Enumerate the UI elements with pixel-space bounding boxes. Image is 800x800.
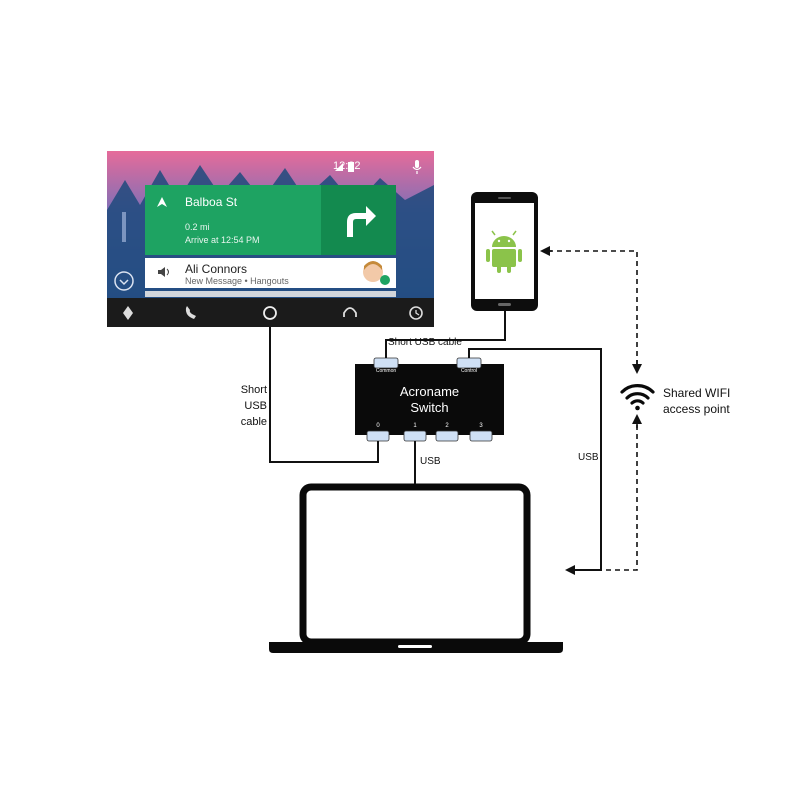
cables <box>269 311 602 571</box>
port-1-label: 1 <box>413 423 417 429</box>
wifi-link-phone <box>548 250 638 365</box>
nav-arrival: Arrive at 12:54 PM <box>185 235 260 245</box>
collapse-icon[interactable] <box>114 271 134 291</box>
port-2-label: 2 <box>445 423 449 429</box>
wifi-icon <box>620 384 655 411</box>
message-sender: Ali Connors <box>185 262 248 276</box>
recents-icon[interactable] <box>409 306 423 320</box>
port-common <box>373 357 399 369</box>
wifi-links <box>548 250 638 571</box>
cable-control-to-laptop <box>468 348 602 571</box>
battery-icon <box>348 162 354 172</box>
port-control-label: Control <box>460 368 478 374</box>
home-icon[interactable] <box>263 306 277 320</box>
cable-headunit-to-port0 <box>269 327 379 463</box>
microphone-icon[interactable] <box>415 160 419 168</box>
nav-distance: 0.2 mi <box>185 222 210 232</box>
port-control <box>456 357 482 369</box>
hangouts-icon <box>380 275 390 285</box>
headphones-icon[interactable] <box>343 307 357 317</box>
android-phone <box>471 192 538 311</box>
status-time: 12:32 <box>333 160 361 172</box>
cable-phone-to-common <box>385 311 506 358</box>
short-usb-label-line3: cable <box>240 416 267 428</box>
usb-right-label: USB <box>578 452 599 463</box>
android-icon <box>486 230 522 273</box>
short-usb-label-line2: USB <box>244 400 267 412</box>
port-0-label: 0 <box>376 423 380 429</box>
navigation-icon[interactable] <box>123 306 133 320</box>
signal-icon <box>335 163 343 171</box>
turn-right-icon <box>347 206 376 237</box>
port-0 <box>366 430 390 442</box>
switch-name-line2: Switch <box>410 400 449 415</box>
usb-down-label: USB <box>420 456 441 467</box>
short-usb-label-line1: Short <box>240 384 267 396</box>
direction-arrow-icon <box>157 197 167 207</box>
port-common-label: Common <box>375 368 397 374</box>
switch-name-line1: Acroname <box>399 384 460 399</box>
nav-street: Balboa St <box>185 195 238 209</box>
acroname-switch <box>355 357 504 442</box>
laptop <box>269 483 563 653</box>
turn-panel <box>321 185 396 255</box>
port-1 <box>403 430 427 442</box>
port-3-label: 3 <box>479 423 483 429</box>
wifi-link-laptop <box>606 425 638 571</box>
message-card[interactable] <box>145 258 396 288</box>
car-head-unit <box>107 151 434 327</box>
avatar <box>363 262 383 282</box>
wifi-label-line1: Shared WIFI <box>663 386 731 400</box>
nav-card[interactable] <box>145 185 321 255</box>
message-detail: New Message • Hangouts <box>185 276 289 286</box>
port-2 <box>435 430 459 442</box>
port-3 <box>469 430 493 442</box>
short-usb-cable-top-label: Short USB cable <box>388 337 462 348</box>
speaker-icon <box>158 267 165 277</box>
wifi-label-line2: access point <box>663 402 730 416</box>
phone-icon[interactable] <box>185 306 196 319</box>
bottom-bar <box>107 298 434 327</box>
